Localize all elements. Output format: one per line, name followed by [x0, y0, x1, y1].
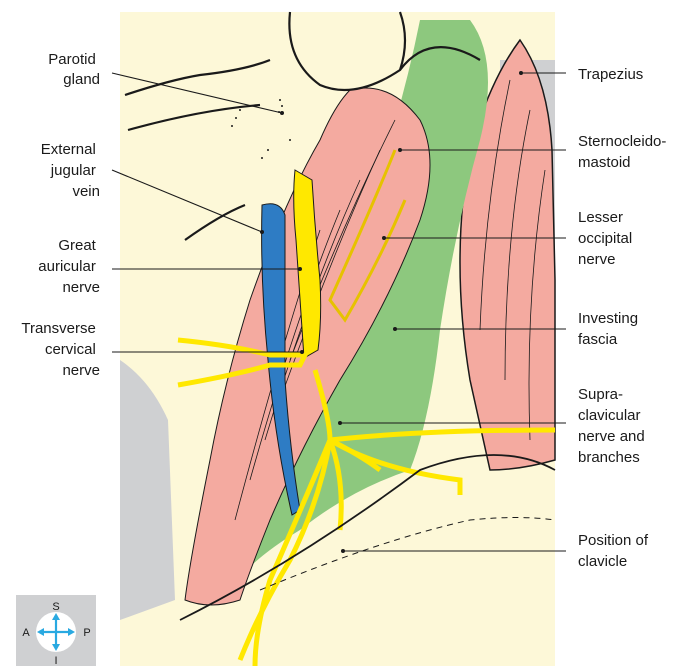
- compass-label-bottom: I: [54, 655, 57, 666]
- label-lesser-occipital-nerve: Lesser occipital nerve: [578, 209, 636, 268]
- illustration: [120, 12, 555, 666]
- label-great-auricular-nerve: Great auricular nerve: [38, 237, 100, 296]
- labels-left: Parotid gland External jugular vein Grea…: [21, 51, 100, 379]
- label-parotid-gland: Parotid gland: [48, 51, 100, 88]
- label-position-of-clavicle: Position of clavicle: [578, 532, 652, 570]
- label-investing-fascia: Investing fascia: [578, 310, 642, 348]
- labels-right: Trapezius Sternocleido- mastoid Lesser o…: [578, 66, 671, 570]
- compass-label-top: S: [52, 601, 59, 613]
- compass-label-right: P: [83, 627, 90, 639]
- orientation-compass: S A P I: [16, 595, 96, 666]
- compass-label-left: A: [22, 627, 30, 639]
- label-trapezius: Trapezius: [578, 66, 643, 83]
- label-transverse-cervical-nerve: Transverse cervical nerve: [21, 320, 100, 379]
- label-sternocleidomastoid: Sternocleido- mastoid: [578, 133, 671, 171]
- label-external-jugular-vein: External jugular vein: [41, 141, 100, 200]
- label-supraclavicular-nerve: Supra- clavicular nerve and branches: [578, 386, 649, 466]
